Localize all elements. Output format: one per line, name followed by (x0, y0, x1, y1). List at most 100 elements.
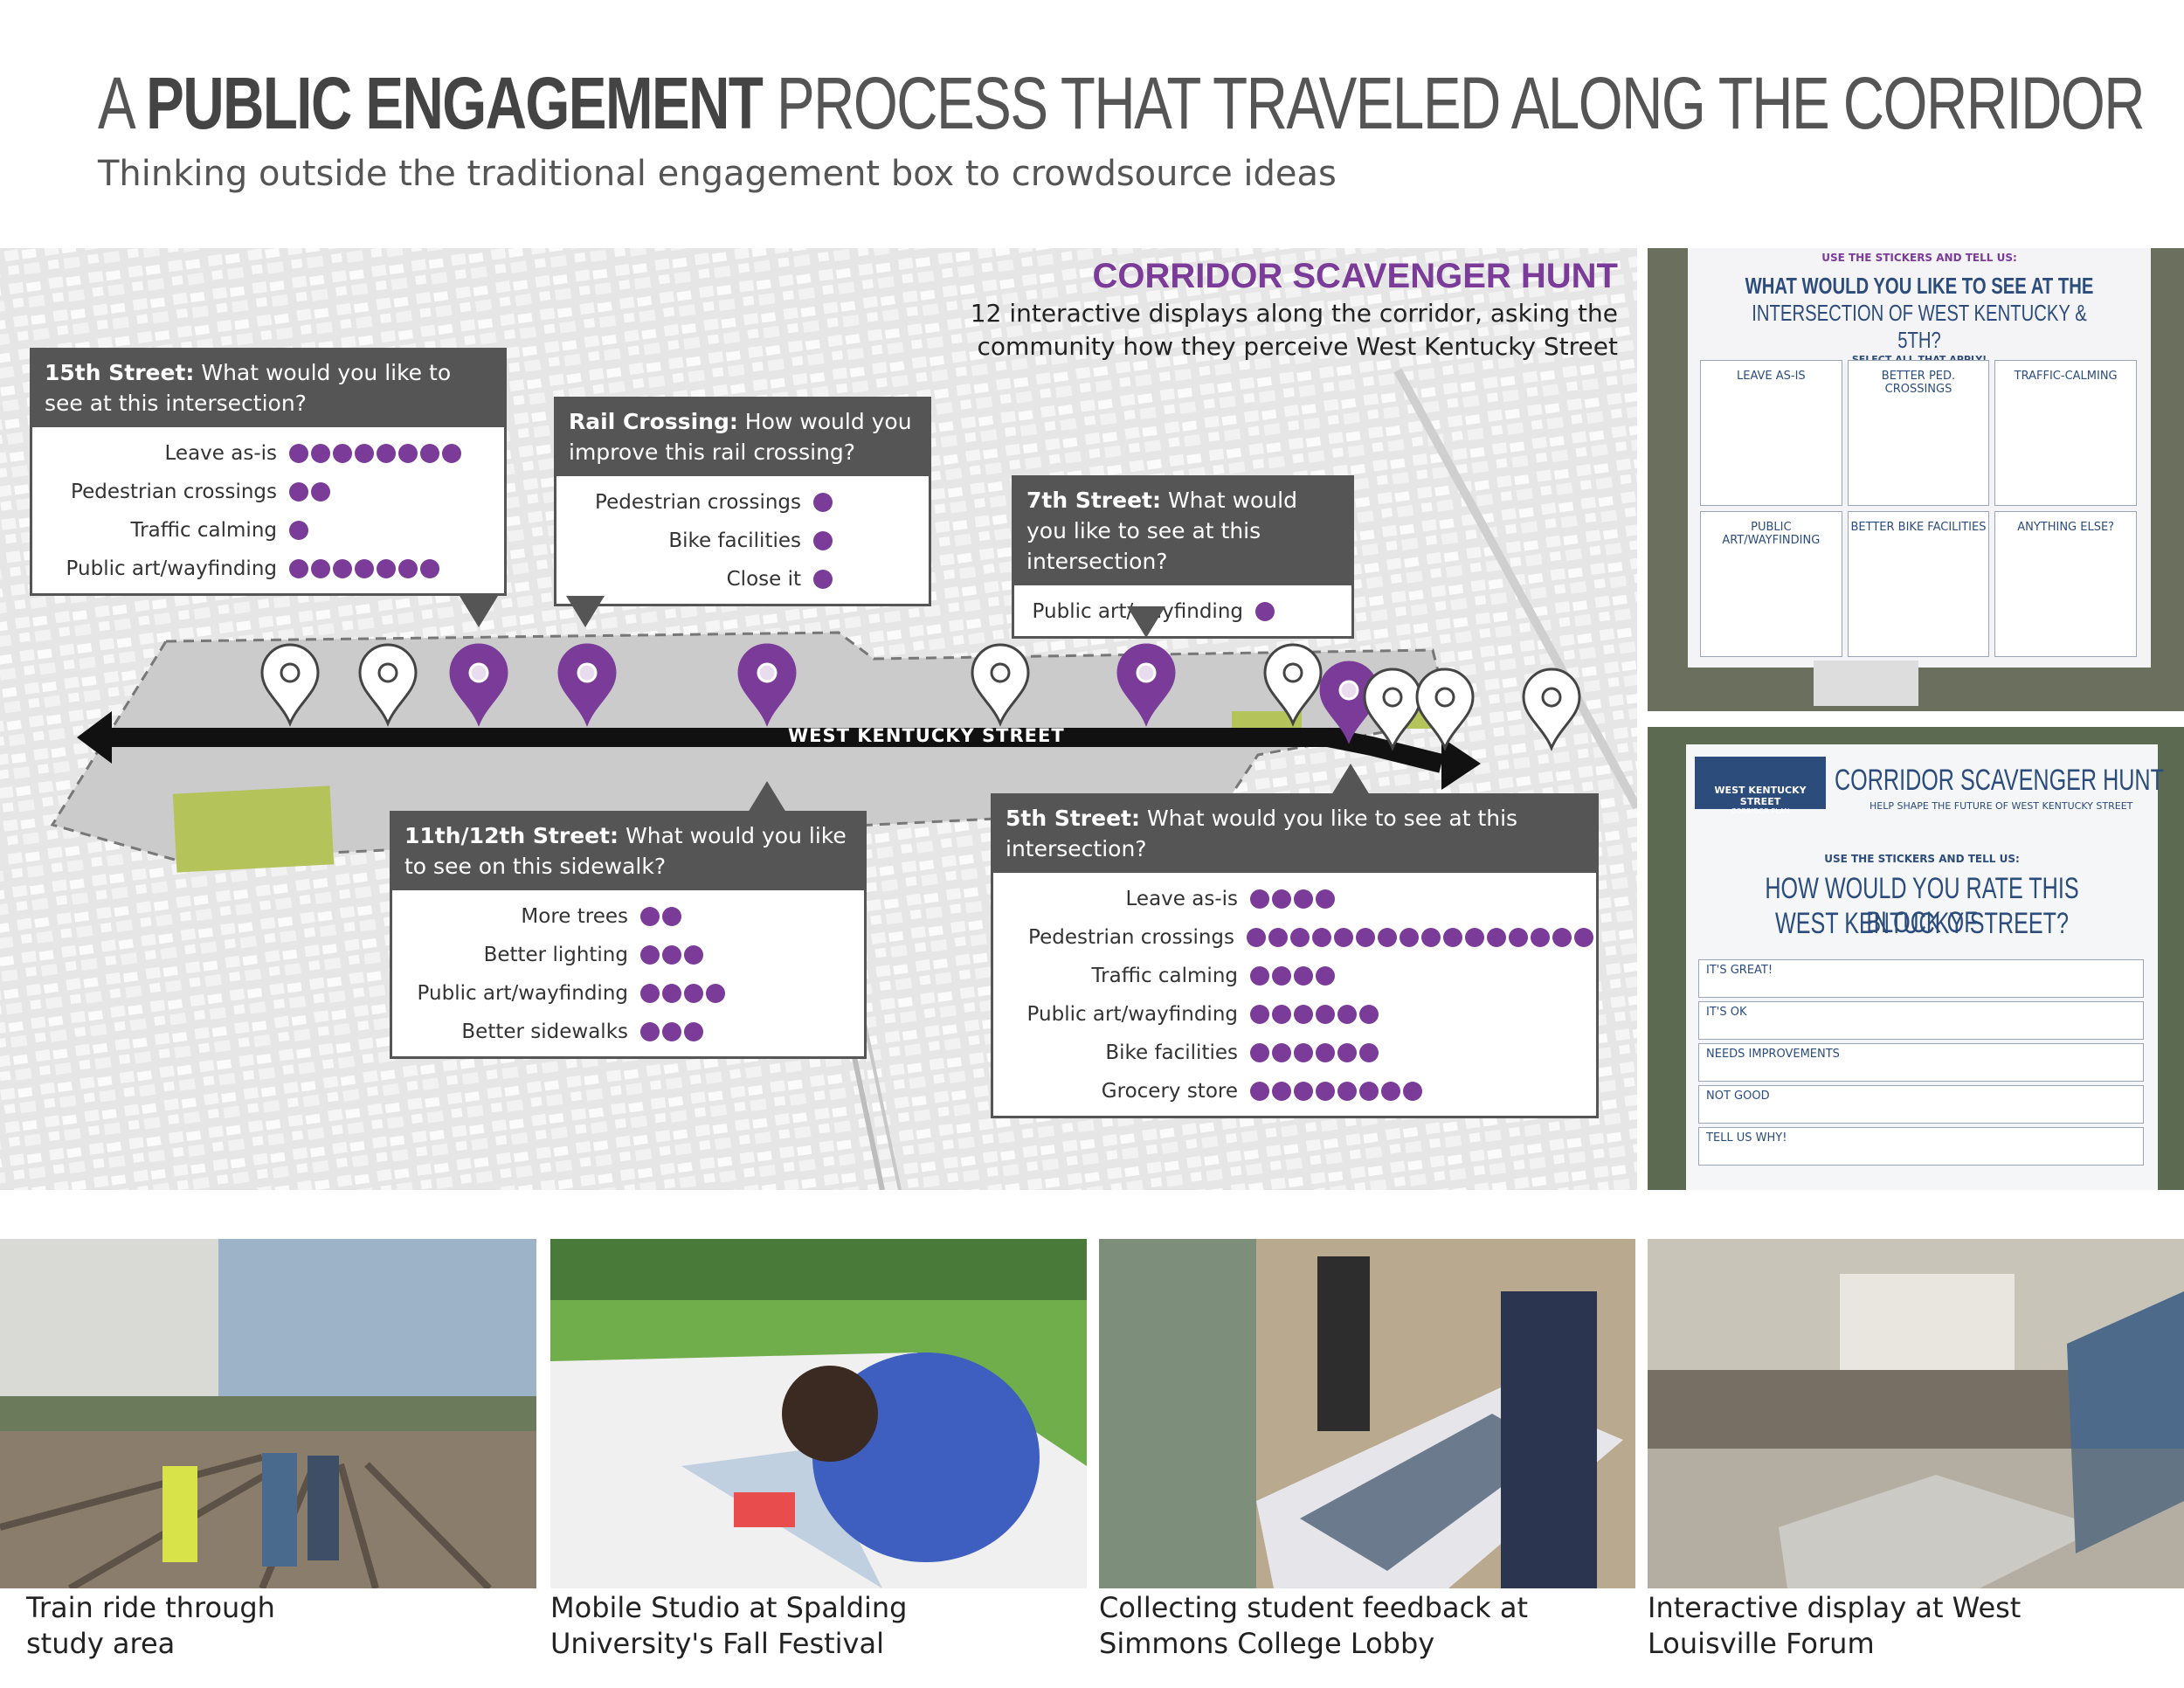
callout-row: Traffic calming (993, 957, 1596, 995)
board-rating-row: NEEDS IMPROVEMENTS (1698, 1043, 2144, 1082)
callout-row: Pedestrian crossings (32, 473, 504, 511)
callout-7th-street: 7th Street: What would you like to see a… (1012, 475, 1354, 639)
vote-dot (1316, 1082, 1335, 1101)
board-rating-label: NOT GOOD (1706, 1090, 1770, 1103)
vote-dots (1255, 602, 1277, 621)
vote-dot (1381, 1082, 1400, 1101)
callout-heading-bold: Rail Crossing: (569, 409, 738, 434)
callout-row: Public art/wayfinding (993, 995, 1596, 1034)
vote-dot (1337, 1043, 1357, 1062)
board-question-line1: WHAT WOULD YOU LIKE TO SEE AT THE (1745, 273, 2094, 299)
vote-dot (1337, 1082, 1357, 1101)
vote-dot (1250, 1043, 1269, 1062)
board-rating-row: NOT GOOD (1698, 1085, 2144, 1124)
vote-dot (813, 570, 833, 589)
vote-dot (1378, 928, 1397, 947)
callout-heading: 15th Street: What would you like to see … (32, 350, 504, 427)
board-rating-label: TELL US WHY! (1706, 1131, 1787, 1145)
interactive-display-image (1648, 1239, 2184, 1588)
callout-row: Bike facilities (556, 522, 929, 560)
vote-dot (1359, 1005, 1379, 1024)
board-logo-line1: WEST KENTUCKY STREET (1714, 785, 1807, 807)
vote-dot (289, 559, 308, 578)
vote-dot (1465, 928, 1484, 947)
caption-train-ride: Train ride through study area (26, 1591, 275, 1660)
board-cell-label: ANYTHING ELSE? (2017, 521, 2115, 534)
caption-student-feedback: Collecting student feedback at Simmons C… (1099, 1591, 1529, 1660)
vote-dots (813, 570, 835, 589)
title-suffix: PROCESS THAT TRAVELED ALONG THE CORRIDOR (776, 62, 2146, 144)
vote-dot (289, 521, 308, 540)
board-paper: WEST KENTUCKY STREET CORRIDOR PLAN CORRI… (1686, 744, 2164, 1190)
board-question-line2: INTERSECTION OF WEST KENTUCKY & 5TH? (1752, 300, 2087, 353)
board-cell-label: TRAFFIC-CALMING (2014, 370, 2118, 383)
vote-dot (289, 444, 308, 463)
photo-train-ride (0, 1239, 536, 1588)
vote-dot (1294, 889, 1313, 909)
callout-heading-bold: 11th/12th Street: (404, 823, 619, 848)
pins-layer (260, 643, 1581, 751)
vote-dot (1250, 1005, 1269, 1024)
scavenger-hunt-title: CORRIDOR SCAVENGER HUNT (1092, 257, 1618, 295)
vote-dot (1250, 889, 1269, 909)
vote-dots (640, 1022, 706, 1041)
vote-dots (1250, 1043, 1381, 1062)
page-title: A PUBLIC ENGAGEMENT PROCESS THAT TRAVELE… (98, 61, 2146, 146)
vote-dot (1294, 1005, 1313, 1024)
callout-row-label: More trees (521, 905, 628, 928)
callout-heading: 5th Street: What would you like to see a… (993, 796, 1596, 873)
vote-dot (1272, 966, 1291, 986)
photo-mobile-studio (550, 1239, 1087, 1588)
vote-dot (662, 1022, 681, 1041)
vote-dot (706, 984, 725, 1003)
board-rating-row: TELL US WHY! (1698, 1127, 2144, 1166)
map-pin-icon (1116, 643, 1176, 727)
board-cell: BETTER PED. CROSSINGS (1847, 360, 1990, 506)
vote-dot (1312, 928, 1331, 947)
board-top: USE THE STICKERS AND TELL US: (1824, 853, 2020, 865)
board-rating-label: IT'S OK (1706, 1006, 1747, 1019)
callout-pointer (1331, 764, 1370, 795)
mobile-studio-image (550, 1239, 1087, 1588)
board-top: USE THE STICKERS AND TELL US: (1821, 252, 2017, 264)
callout-row-label: Public art/wayfinding (1026, 1003, 1238, 1026)
vote-dot (420, 559, 439, 578)
vote-dot (1356, 928, 1375, 947)
callout-row: Grocery store (993, 1072, 1596, 1110)
board-question-line1: HOW WOULD YOU RATE THIS BLOCK OF (1765, 872, 2079, 939)
vote-dots (1247, 928, 1596, 947)
map-pin-icon (1415, 668, 1475, 751)
callout-heading-bold: 5th Street: (1006, 806, 1140, 831)
callout-15th-street: 15th Street: What would you like to see … (30, 348, 507, 596)
vote-dot (377, 559, 396, 578)
callout-heading-text: What would you like to see at this inter… (1026, 488, 1297, 574)
callout-row-label: Leave as-is (1125, 888, 1238, 910)
callout-row: Leave as-is (993, 880, 1596, 918)
photo-board-5th-street: USE THE STICKERS AND TELL US: WHAT WOULD… (1648, 248, 2184, 711)
vote-dot (1574, 928, 1593, 947)
callout-row: Bike facilities (993, 1034, 1596, 1072)
callout-row-label: Public art/wayfinding (66, 557, 277, 580)
sticker-sheet (1814, 661, 1918, 706)
vote-dot (398, 559, 418, 578)
vote-dot (684, 1022, 703, 1041)
vote-dot (662, 945, 681, 965)
callout-5th-street: 5th Street: What would you like to see a… (991, 793, 1599, 1118)
callout-row: Pedestrian crossings (993, 918, 1596, 957)
board-title: CORRIDOR SCAVENGER HUNT (1835, 764, 2164, 797)
board-cell: TRAFFIC-CALMING (1994, 360, 2137, 506)
map-pin-icon (449, 643, 508, 727)
vote-dots (640, 984, 728, 1003)
vote-dot (1403, 1082, 1422, 1101)
vote-dot (1316, 889, 1335, 909)
page-subtitle: Thinking outside the traditional engagem… (98, 154, 1337, 194)
callout-row: More trees (392, 897, 864, 936)
vote-dots (289, 482, 333, 502)
vote-dot (1250, 1082, 1269, 1101)
vote-dot (684, 945, 703, 965)
board-cell: BETTER BIKE FACILITIES (1847, 511, 1990, 657)
